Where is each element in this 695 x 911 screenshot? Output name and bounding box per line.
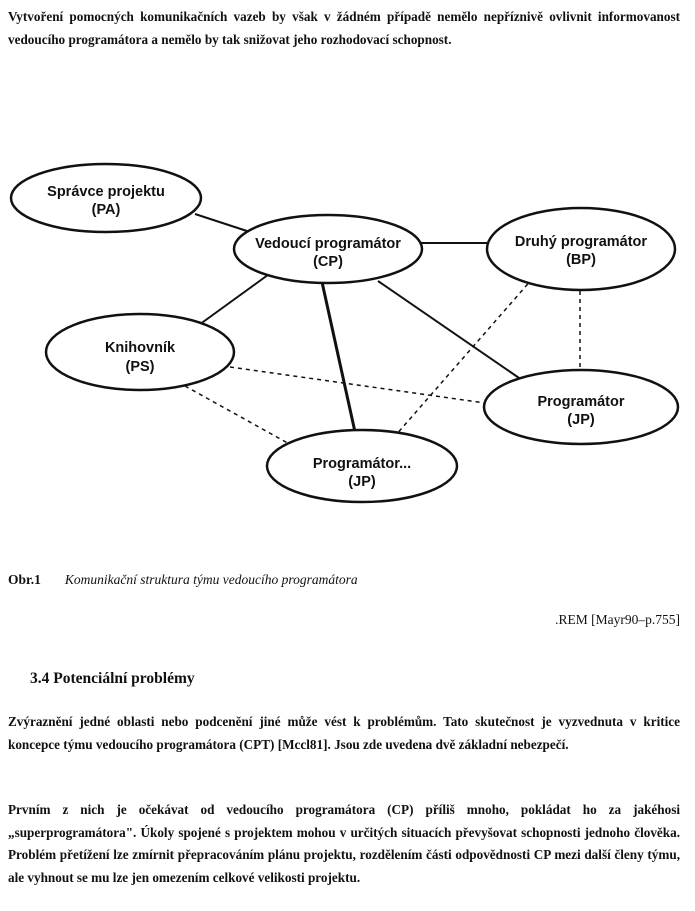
figure-caption: Obr.1 Komunikační struktura týmu vedoucíh… xyxy=(8,572,358,588)
node-bp-label: Druhý programátor xyxy=(515,234,647,250)
edge-cp-jp1 xyxy=(377,280,523,381)
section-paragraph-1: Zvýraznění jedné oblasti nebo podcenění … xyxy=(8,714,680,752)
node-ps-ellipse xyxy=(44,312,236,392)
edge-ps-jp1 xyxy=(229,366,486,404)
node-jp2-abbr: (JP) xyxy=(348,474,376,490)
node-jp2-ellipse xyxy=(265,428,459,504)
node-jp1-abbr: (JP) xyxy=(567,412,595,428)
figure-number: Obr.1 xyxy=(8,572,41,587)
edge-pa-cp xyxy=(194,213,251,233)
section-paragraph-2: Prvním z nich je očekávat od vedoucího p… xyxy=(8,802,680,885)
figure-caption-text: Komunikační struktura týmu vedoucího pro… xyxy=(64,572,358,587)
node-pa-label: Správce projektu xyxy=(47,184,165,200)
node-pa-abbr: (PA) xyxy=(92,202,121,218)
edge-cp-ps xyxy=(191,271,273,331)
node-jp1-label: Programátor xyxy=(537,394,624,410)
node-cp-abbr: (CP) xyxy=(313,254,343,270)
node-bp-abbr: (BP) xyxy=(566,252,596,268)
figure-reference: .REM [Mayr90–p.755] xyxy=(555,612,680,627)
section-heading: 3.4 Potenciální problémy xyxy=(30,670,195,687)
node-cp-label: Vedoucí programátor xyxy=(255,236,401,252)
node-jp1-ellipse xyxy=(482,368,680,446)
edge-ps-jp2 xyxy=(184,385,294,447)
intro-paragraph: Vytvoření pomocných komunikačních vazeb … xyxy=(8,9,680,47)
edge-cp-jp2 xyxy=(320,281,357,433)
node-cp-ellipse xyxy=(232,213,424,285)
node-ps-label: Knihovník xyxy=(105,340,176,356)
node-bp-ellipse xyxy=(485,206,677,292)
node-ps-abbr: (PS) xyxy=(126,359,155,375)
node-jp2-label: Programátor... xyxy=(313,456,411,472)
edge-bp-jp2 xyxy=(394,277,534,437)
node-pa-ellipse xyxy=(9,162,203,234)
